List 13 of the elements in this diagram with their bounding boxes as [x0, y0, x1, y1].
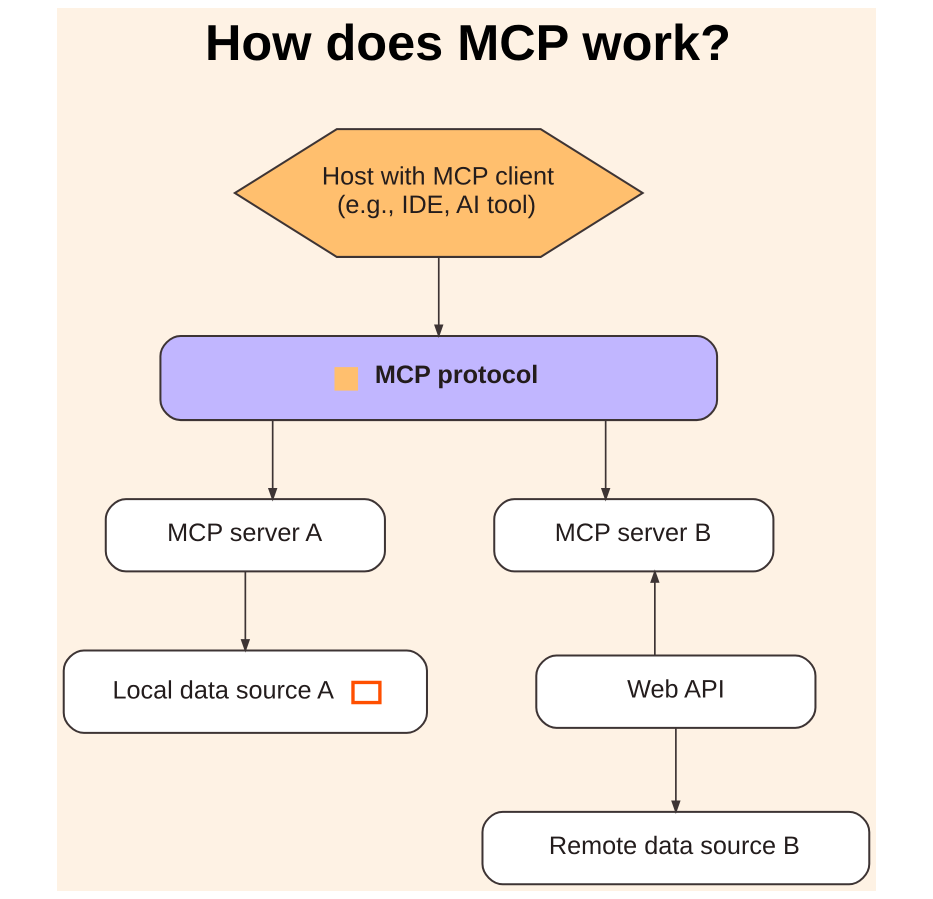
node-box: Web API [535, 654, 816, 729]
node-box: Remote data source B [481, 810, 870, 886]
arrow [600, 420, 610, 502]
arrow [650, 569, 660, 656]
arrow [268, 420, 278, 502]
node-box: MCP protocol [159, 334, 718, 422]
arrow [434, 257, 444, 338]
node-box: MCP server B [493, 498, 774, 572]
arrow [240, 572, 250, 653]
node-box: MCP server A [104, 498, 386, 572]
node-box: Local data source A [62, 649, 428, 734]
diagram-title: How does MCP work? [204, 14, 731, 72]
arrow [671, 728, 681, 814]
